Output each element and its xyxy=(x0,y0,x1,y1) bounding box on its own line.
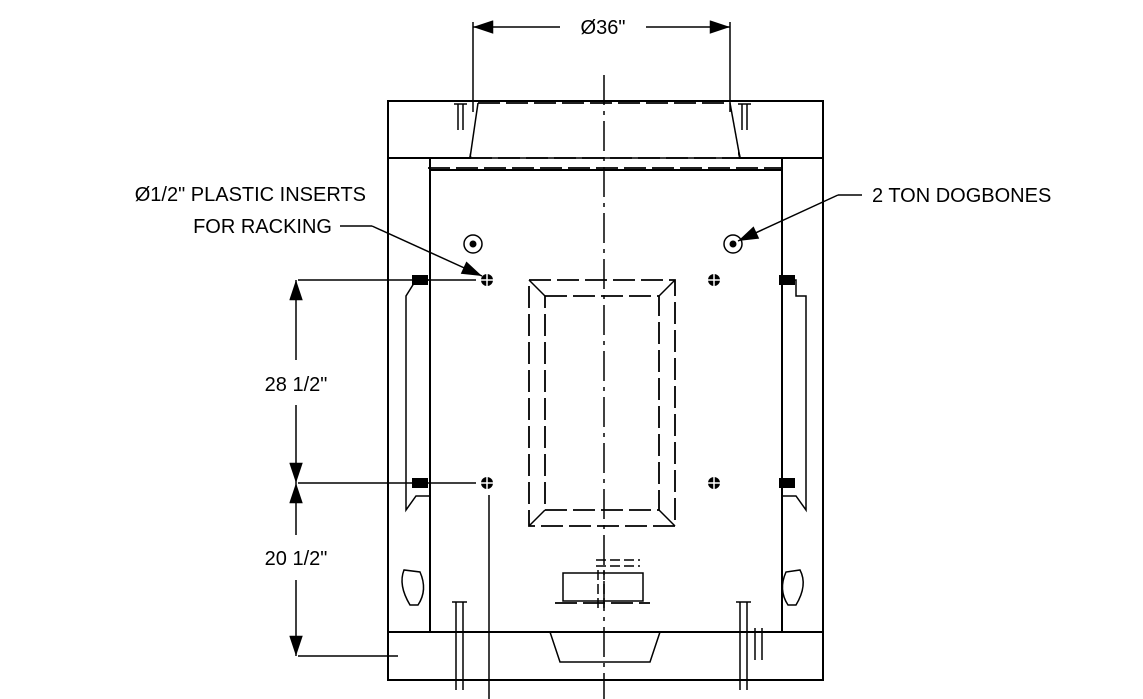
diameter-label: Ø36" xyxy=(581,17,626,39)
bottom-block xyxy=(555,559,650,610)
diameter-dimension xyxy=(472,20,731,112)
dogbones-leader xyxy=(737,194,862,242)
dogbones-label: 2 TON DOGBONES xyxy=(872,185,1051,207)
inserts-label-line2: FOR RACKING xyxy=(193,216,332,238)
inserts-leader xyxy=(340,225,490,699)
inserts-label-line1: Ø1/2" PLASTIC INSERTS xyxy=(135,184,366,206)
lift-loops xyxy=(401,569,804,606)
knockout-opening xyxy=(528,279,676,527)
dogbone-anchors xyxy=(463,234,743,254)
dim-upper-label: 28 1/2" xyxy=(265,374,328,396)
bottom-anchors xyxy=(452,601,763,690)
structure-walls xyxy=(387,100,824,681)
top-anchors xyxy=(454,103,751,130)
dim-lower-label: 20 1/2" xyxy=(265,548,328,570)
vertical-dimensions xyxy=(289,279,476,657)
